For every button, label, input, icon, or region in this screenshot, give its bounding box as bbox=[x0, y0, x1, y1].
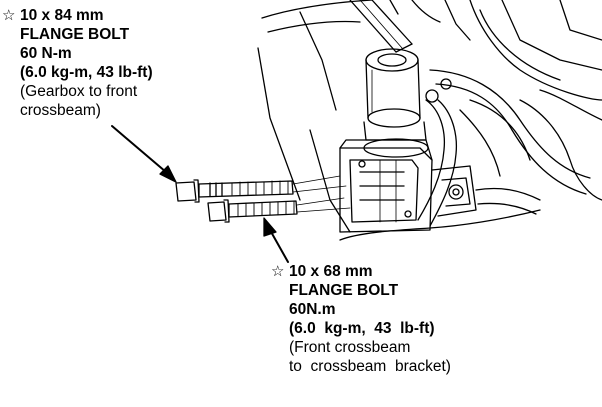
location-note-line: (Front crossbeam bbox=[289, 339, 411, 356]
leader-arrow-bolt-84mm bbox=[111, 125, 177, 183]
location-note-line: (Gearbox to front bbox=[20, 83, 138, 100]
wrench-tool bbox=[349, 0, 413, 53]
torque-value: 60N.m bbox=[289, 301, 336, 318]
bolt-size: 10 x 68 mm bbox=[289, 263, 373, 280]
frame-outline bbox=[257, 0, 602, 241]
star-marker-icon: ☆ bbox=[271, 262, 285, 280]
crossbeam-bracket bbox=[431, 165, 541, 217]
leader-arrow-bolt-68mm bbox=[263, 217, 289, 263]
hoses bbox=[417, 69, 602, 227]
bolt-size: 10 x 84 mm bbox=[20, 7, 104, 24]
torque-alt-units: (6.0 kg-m, 43 lb-ft) bbox=[20, 64, 153, 81]
location-note-line: to crossbeam bracket) bbox=[289, 358, 451, 375]
torque-alt-units: (6.0 kg-m, 43 lb-ft) bbox=[289, 320, 435, 337]
part-name: FLANGE BOLT bbox=[20, 26, 130, 43]
torque-value: 60 N-m bbox=[20, 45, 72, 62]
callout-bolt-68mm: ☆ 10 x 68 mm FLANGE BOLT 60N.m (6.0 kg-m… bbox=[271, 262, 451, 376]
flange-bolt-84mm bbox=[175, 175, 347, 203]
socket-cylinder bbox=[363, 48, 429, 158]
callout-bolt-84mm: ☆ 10 x 84 mm FLANGE BOLT 60 N-m (6.0 kg-… bbox=[2, 6, 153, 120]
location-note-line: crossbeam) bbox=[20, 102, 101, 119]
star-marker-icon: ☆ bbox=[2, 6, 16, 24]
part-name: FLANGE BOLT bbox=[289, 282, 399, 299]
flange-bolt-68mm bbox=[207, 197, 351, 223]
gearbox-housing bbox=[339, 139, 433, 233]
